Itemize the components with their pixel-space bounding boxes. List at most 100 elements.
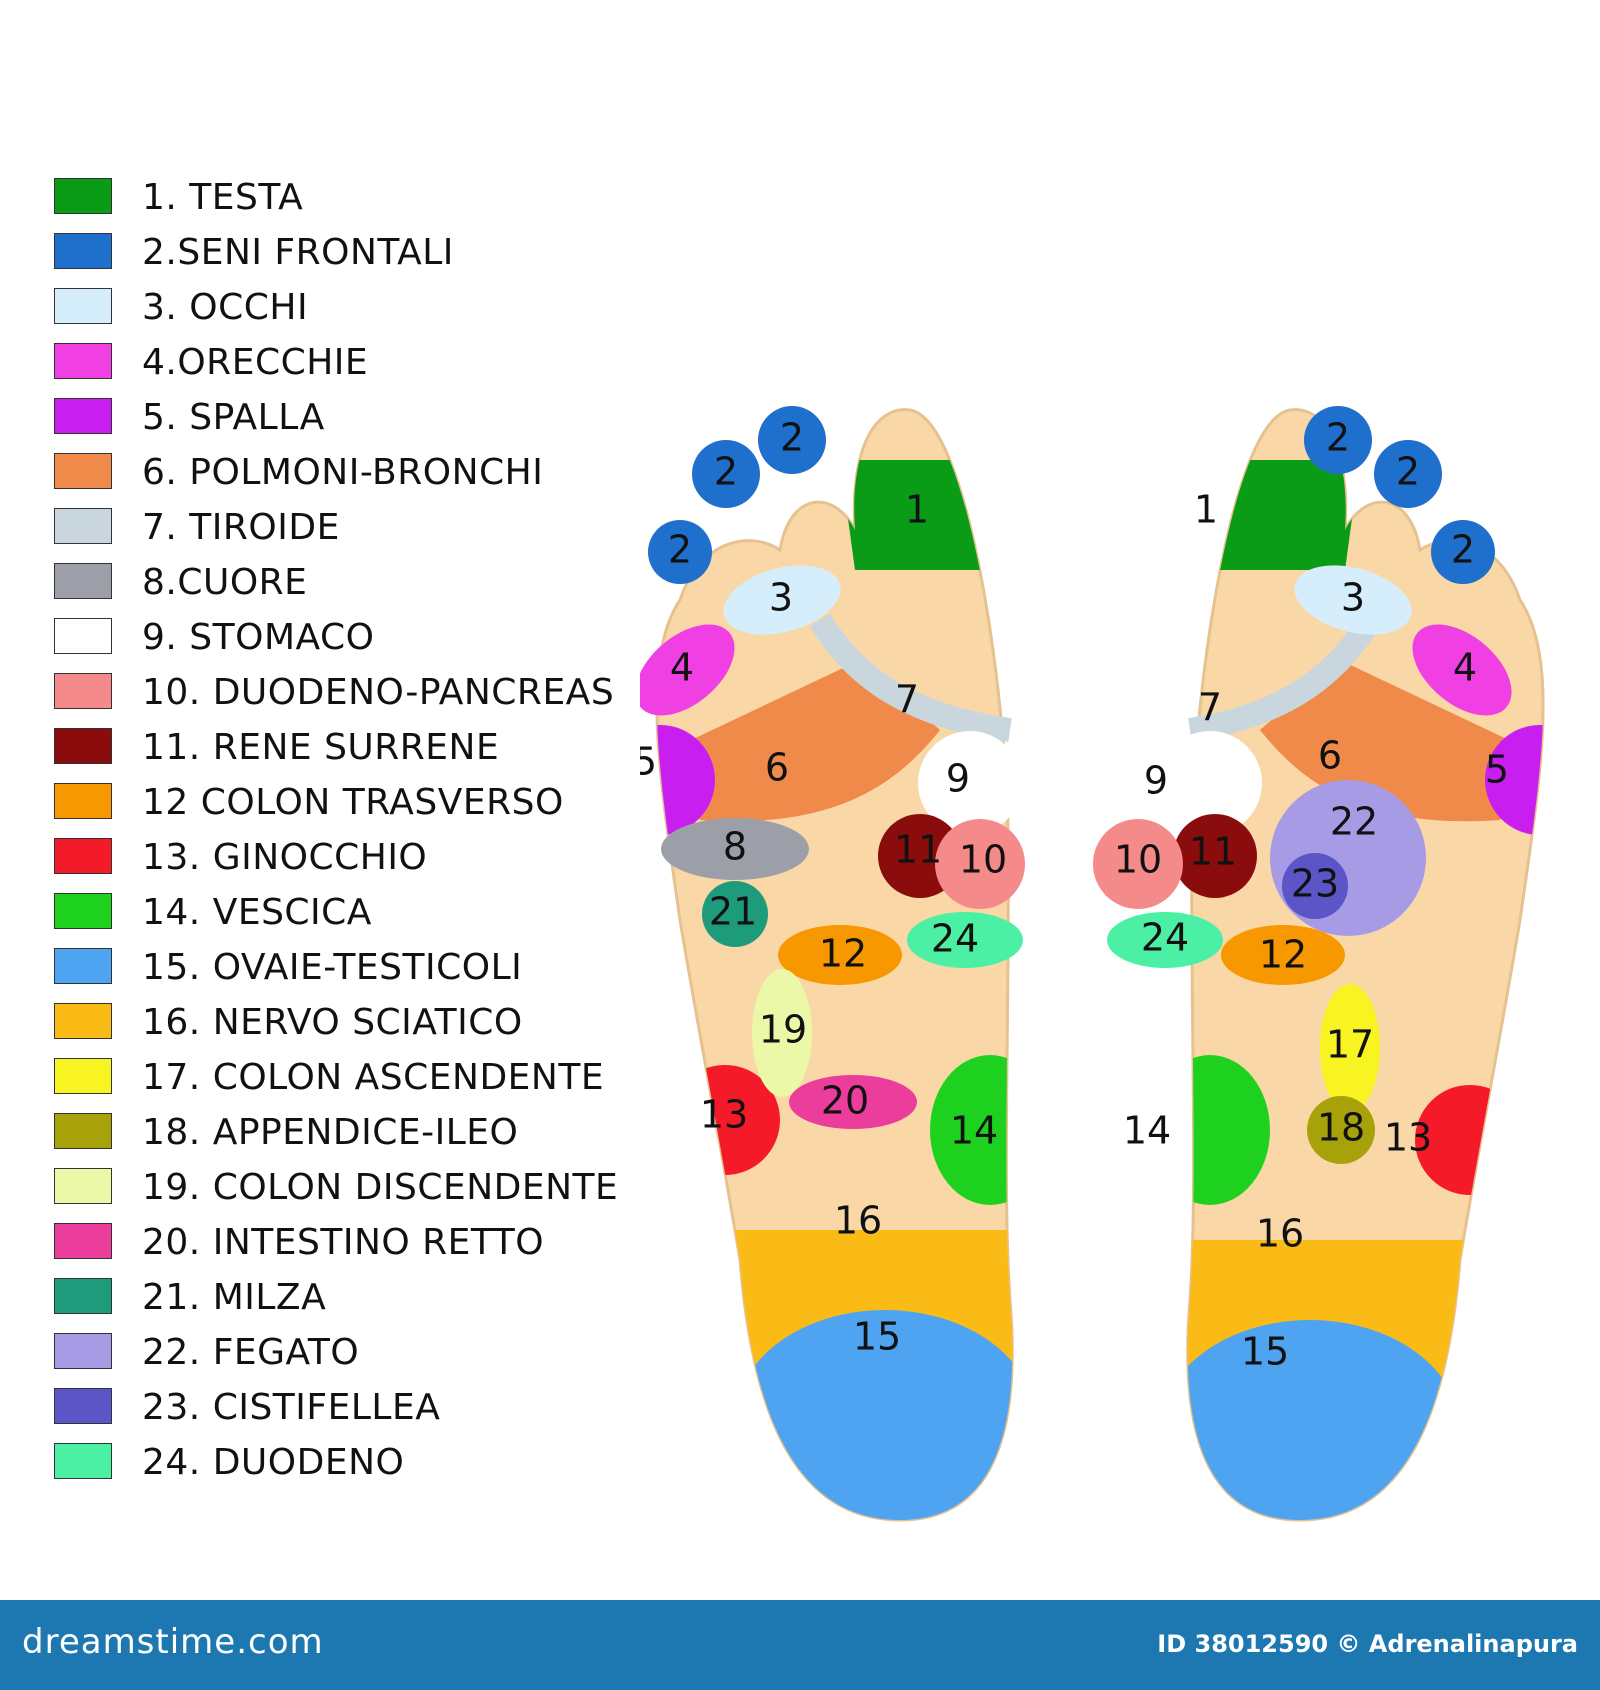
left-foot: 1 2 2 2 3 4 5 6 7 8 9 10 11 12 13 14 15 …: [640, 406, 1025, 1522]
zone-14-left: [930, 1055, 1013, 1205]
legend-label: 12 COLON TRASVERSO: [142, 782, 564, 823]
zone-13-right-label: 13: [1384, 1116, 1432, 1160]
legend-swatch: [54, 343, 112, 379]
legend-swatch: [54, 288, 112, 324]
legend-item: 21. MILZA: [54, 1278, 654, 1333]
zone-24-right-label: 24: [1141, 916, 1189, 960]
zone-18-right-label: 18: [1317, 1106, 1365, 1150]
legend-label: 17. COLON ASCENDENTE: [142, 1057, 605, 1098]
legend-label: 6. POLMONI-BRONCHI: [142, 452, 544, 493]
footer-image-id: ID 38012590 © Adrenalinapura: [1157, 1630, 1578, 1658]
legend-swatch: [54, 1443, 112, 1479]
legend-item: 9. STOMACO: [54, 618, 654, 673]
zone-21-left: [702, 881, 768, 947]
zone-4-left-label: 4: [670, 646, 694, 690]
legend-item: 7. TIROIDE: [54, 508, 654, 563]
legend-item: 11. RENE SURRENE: [54, 728, 654, 783]
zone-3-right-label: 3: [1341, 576, 1365, 620]
zone-22-right-label: 22: [1330, 800, 1378, 844]
zone-6-right: [1260, 660, 1530, 822]
legend-label: 22. FEGATO: [142, 1332, 360, 1373]
zone-12-left: [778, 925, 902, 985]
zone-17-right-label: 17: [1326, 1023, 1374, 1067]
zone-16-left-label: 16: [834, 1199, 882, 1243]
zone-2-right-b-label: 2: [1396, 450, 1420, 494]
zone-5-right-label: 5: [1485, 748, 1509, 792]
zone-6-right-label: 6: [1318, 734, 1342, 778]
legend-swatch: [54, 233, 112, 269]
zone-19-left-label: 19: [759, 1008, 807, 1052]
legend-item: 5. SPALLA: [54, 398, 654, 453]
right-foot: 1 2 2 2 3 4 5 6 7 9 10 11 12 13 14 15 16…: [1093, 406, 1545, 1522]
legend-item: 22. FEGATO: [54, 1333, 654, 1388]
legend-item: 24. DUODENO: [54, 1443, 654, 1498]
legend-label: 10. DUODENO-PANCREAS: [142, 672, 615, 713]
zone-11-right-label: 11: [1189, 830, 1237, 874]
legend-item: 19. COLON DISCENDENTE: [54, 1168, 654, 1223]
legend-label: 14. VESCICA: [142, 892, 372, 933]
zone-24-left: [907, 912, 1023, 968]
legend-swatch: [54, 453, 112, 489]
zone-14-right: [1187, 1055, 1270, 1205]
legend-swatch: [54, 1388, 112, 1424]
legend-label: 5. SPALLA: [142, 397, 325, 438]
zone-2-left-a-label: 2: [780, 416, 804, 460]
zone-4-right: [1412, 624, 1512, 716]
legend-label: 11. RENE SURRENE: [142, 727, 500, 768]
zone-1-left-label: 1: [905, 488, 929, 532]
legend-swatch: [54, 728, 112, 764]
zone-23-right-label: 23: [1291, 862, 1339, 906]
zone-23-right: [1282, 853, 1348, 919]
zone-9-right: [1158, 731, 1262, 835]
zone-2-left-b: [692, 440, 760, 508]
legend-swatch: [54, 563, 112, 599]
legend-swatch: [54, 1058, 112, 1094]
footer-bar: dreamstime.com ID 38012590 © Adrenalinap…: [0, 1600, 1600, 1690]
legend-label: 2.SENI FRONTALI: [142, 232, 454, 273]
legend-label: 9. STOMACO: [142, 617, 375, 658]
zone-7-left-label: 7: [895, 678, 919, 722]
legend-swatch: [54, 1113, 112, 1149]
zone-3-left: [723, 565, 841, 635]
zone-16-right-label: 16: [1256, 1212, 1304, 1256]
legend-label: 15. OVAIE-TESTICOLI: [142, 947, 523, 988]
zone-7-right: [1188, 613, 1381, 742]
legend-item: 18. APPENDICE-ILEO: [54, 1113, 654, 1168]
legend-label: 23. CISTIFELLEA: [142, 1387, 441, 1428]
legend-swatch: [54, 783, 112, 819]
zone-8-left: [661, 818, 809, 880]
zone-15-right: [1187, 1320, 1460, 1520]
zone-12-right-label: 12: [1259, 933, 1307, 977]
legend-item: 14. VESCICA: [54, 893, 654, 948]
zone-20-left: [789, 1075, 917, 1129]
zone-12-left-label: 12: [819, 932, 867, 976]
legend-item: 12 COLON TRASVERSO: [54, 783, 654, 838]
legend-swatch: [54, 1223, 112, 1259]
zone-2-right-c-label: 2: [1451, 528, 1475, 572]
zone-10-right-label: 10: [1114, 838, 1162, 882]
zone-24-right: [1107, 912, 1223, 968]
legend-swatch: [54, 893, 112, 929]
legend-swatch: [54, 838, 112, 874]
legend-swatch: [54, 1333, 112, 1369]
feet-diagram: 1 2 2 2 3 4 5 6 7 8 9 10 11 12 13 14 15 …: [640, 406, 1545, 1522]
zone-2-left-b-label: 2: [714, 450, 738, 494]
zone-1-right-label: 1: [1194, 488, 1218, 532]
zone-2-right-b: [1374, 440, 1442, 508]
zone-10-left: [935, 819, 1025, 909]
legend-swatch: [54, 398, 112, 434]
zone-7-left: [809, 613, 1012, 742]
zone-1-right: [1200, 460, 1360, 570]
zone-18-right: [1307, 1096, 1375, 1164]
legend-label: 19. COLON DISCENDENTE: [142, 1167, 619, 1208]
footer-brand[interactable]: dreamstime.com: [22, 1622, 324, 1662]
zone-3-left-label: 3: [769, 576, 793, 620]
legend-label: 21. MILZA: [142, 1277, 327, 1318]
zone-8-left-label: 8: [723, 825, 747, 869]
legend-swatch: [54, 178, 112, 214]
legend-label: 20. INTESTINO RETTO: [142, 1222, 545, 1263]
zone-2-right-c: [1431, 520, 1495, 584]
zone-7-right-label: 7: [1198, 686, 1222, 730]
zone-4-right-label: 4: [1453, 646, 1477, 690]
